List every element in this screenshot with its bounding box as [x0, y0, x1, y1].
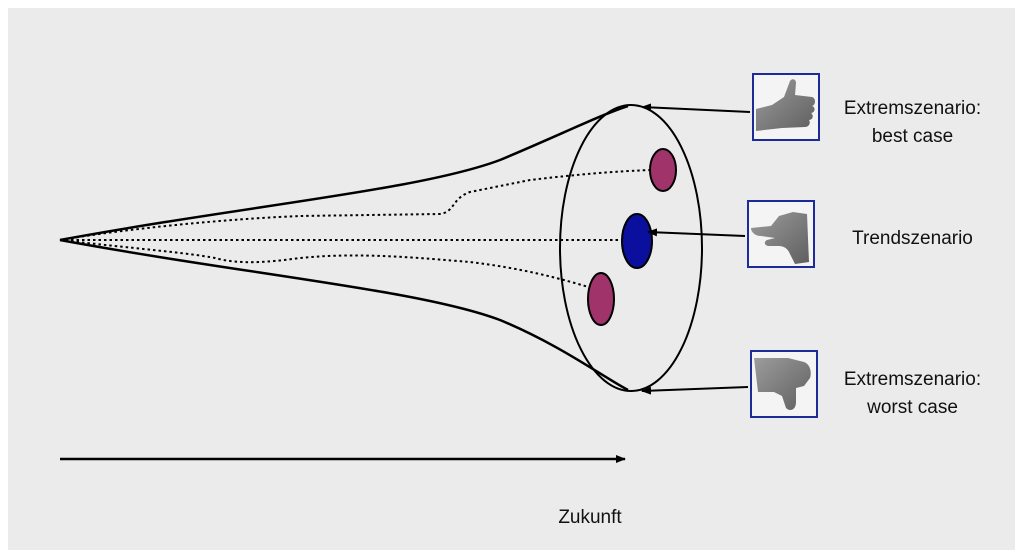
arrow-trend: [647, 228, 746, 237]
thumbs-down-icon: [750, 350, 818, 418]
funnel-upper-edge: [59, 104, 629, 242]
time-axis-label: Zukunft: [558, 507, 622, 528]
scenario-ellipse: [559, 104, 703, 392]
thumb-sideways-icon: [747, 200, 815, 268]
funnel-lower-edge: [59, 238, 629, 392]
worst-case-dot: [587, 272, 615, 326]
thumbs-up-icon: [752, 73, 820, 141]
arrow-worst-case: [641, 386, 749, 395]
best-case-label: Extremszenario: best case: [820, 95, 1005, 151]
best-case-label-line2: best case: [871, 126, 954, 147]
worst-case-label-line1: Extremszenario:: [843, 369, 982, 390]
worst-case-label: Extremszenario: worst case: [820, 366, 1005, 422]
dotted-path-worst: [59, 239, 599, 291]
trend-label: Trendszenario: [852, 228, 973, 249]
worst-case-label-line2: worst case: [867, 397, 958, 418]
arrow-best-case: [641, 103, 751, 113]
best-case-label-line1: Extremszenario:: [843, 98, 982, 119]
best-case-dot: [649, 148, 677, 192]
dotted-path-best: [59, 169, 651, 241]
trend-dot: [621, 213, 653, 269]
